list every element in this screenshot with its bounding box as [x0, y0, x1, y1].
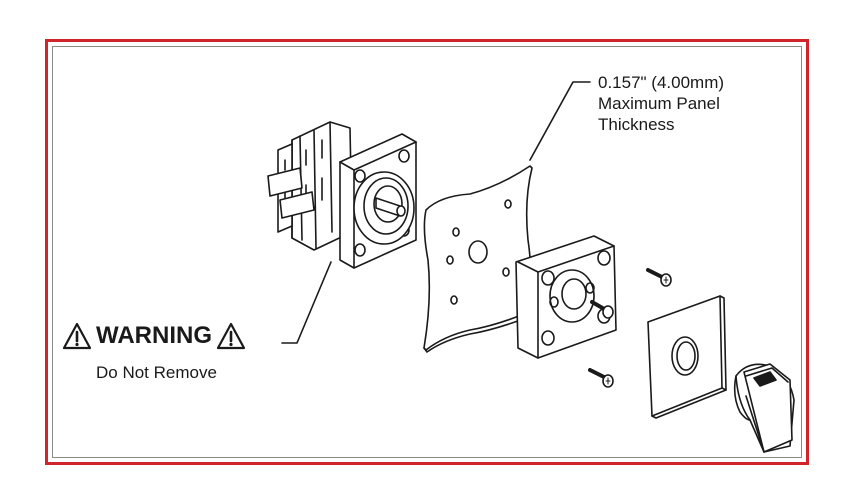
warning-title: WARNING [96, 322, 212, 349]
inner-gray-border [52, 46, 802, 458]
warning-leader-line [281, 261, 332, 344]
panel-note-line1: 0.157" (4.00mm) [598, 73, 725, 92]
screw-lower [588, 368, 614, 388]
knob [733, 363, 795, 453]
warning-heading: WARNING [62, 322, 246, 350]
panel-note-line3: Thickness [598, 115, 675, 134]
adapter-plate [515, 235, 617, 359]
mounting-panel [423, 165, 533, 353]
rotary-switch-body [267, 121, 417, 269]
warning-triangle-icon [216, 322, 246, 350]
legend-plate [647, 295, 727, 419]
thickness-leader-line [529, 81, 591, 161]
warning-subtitle: Do Not Remove [96, 363, 217, 382]
panel-note-line2: Maximum Panel [598, 94, 720, 113]
panel-thickness-note: 0.157" (4.00mm) Maximum Panel Thickness [598, 72, 724, 135]
screw-upper [646, 268, 672, 287]
warning-triangle-icon [62, 322, 92, 350]
screw-middle [590, 300, 614, 319]
